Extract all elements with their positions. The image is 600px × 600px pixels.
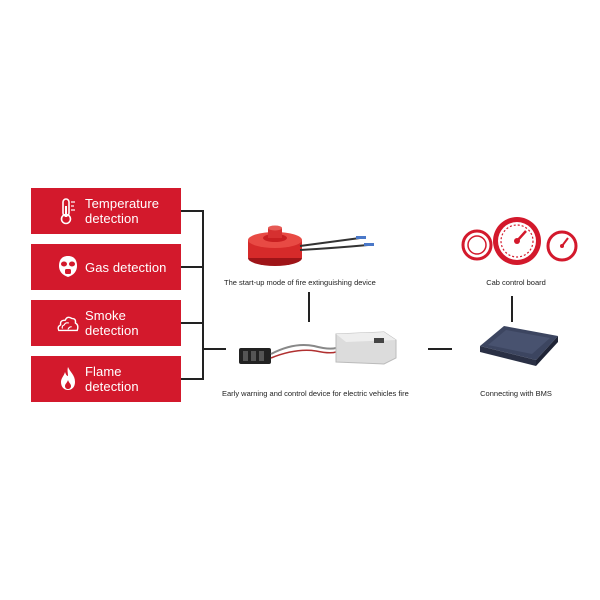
startup-caption: The start-up mode of fire extinguishing … — [224, 278, 376, 287]
gas-detection-box: Gas detection — [31, 244, 181, 290]
startup-device-image — [240, 220, 390, 275]
connector-bus — [202, 210, 204, 380]
detection-label: Gas detection — [85, 259, 167, 275]
smoke-icon — [56, 308, 80, 338]
flame-detection-box: Flame detection — [31, 356, 181, 402]
flame-icon — [56, 364, 80, 394]
temperature-detection-box: Temperature detection — [31, 188, 181, 234]
gas-mask-icon — [56, 252, 80, 282]
connector-temp — [181, 210, 203, 212]
bms-module-image — [474, 322, 564, 372]
connector-to-bms — [428, 348, 452, 350]
detection-label: Temperature detection — [85, 196, 160, 226]
smoke-detection-box: Smoke detection — [31, 300, 181, 346]
detection-label: Smoke detection — [85, 308, 139, 338]
cab-control-board-image — [460, 214, 580, 274]
connector-flame — [181, 378, 203, 380]
connector-gas — [181, 266, 203, 268]
connector-startup-vertical — [308, 292, 310, 322]
connector-cab-vertical — [511, 296, 513, 322]
bms-caption: Connecting with BMS — [480, 389, 552, 398]
detection-label: Flame detection — [85, 364, 139, 394]
connector-smoke — [181, 322, 203, 324]
thermometer-icon — [56, 196, 80, 226]
cab-caption: Cab control board — [486, 278, 546, 287]
early-warning-device-image — [234, 322, 404, 372]
early-warning-caption: Early warning and control device for ele… — [222, 389, 409, 398]
connector-to-device — [204, 348, 226, 350]
